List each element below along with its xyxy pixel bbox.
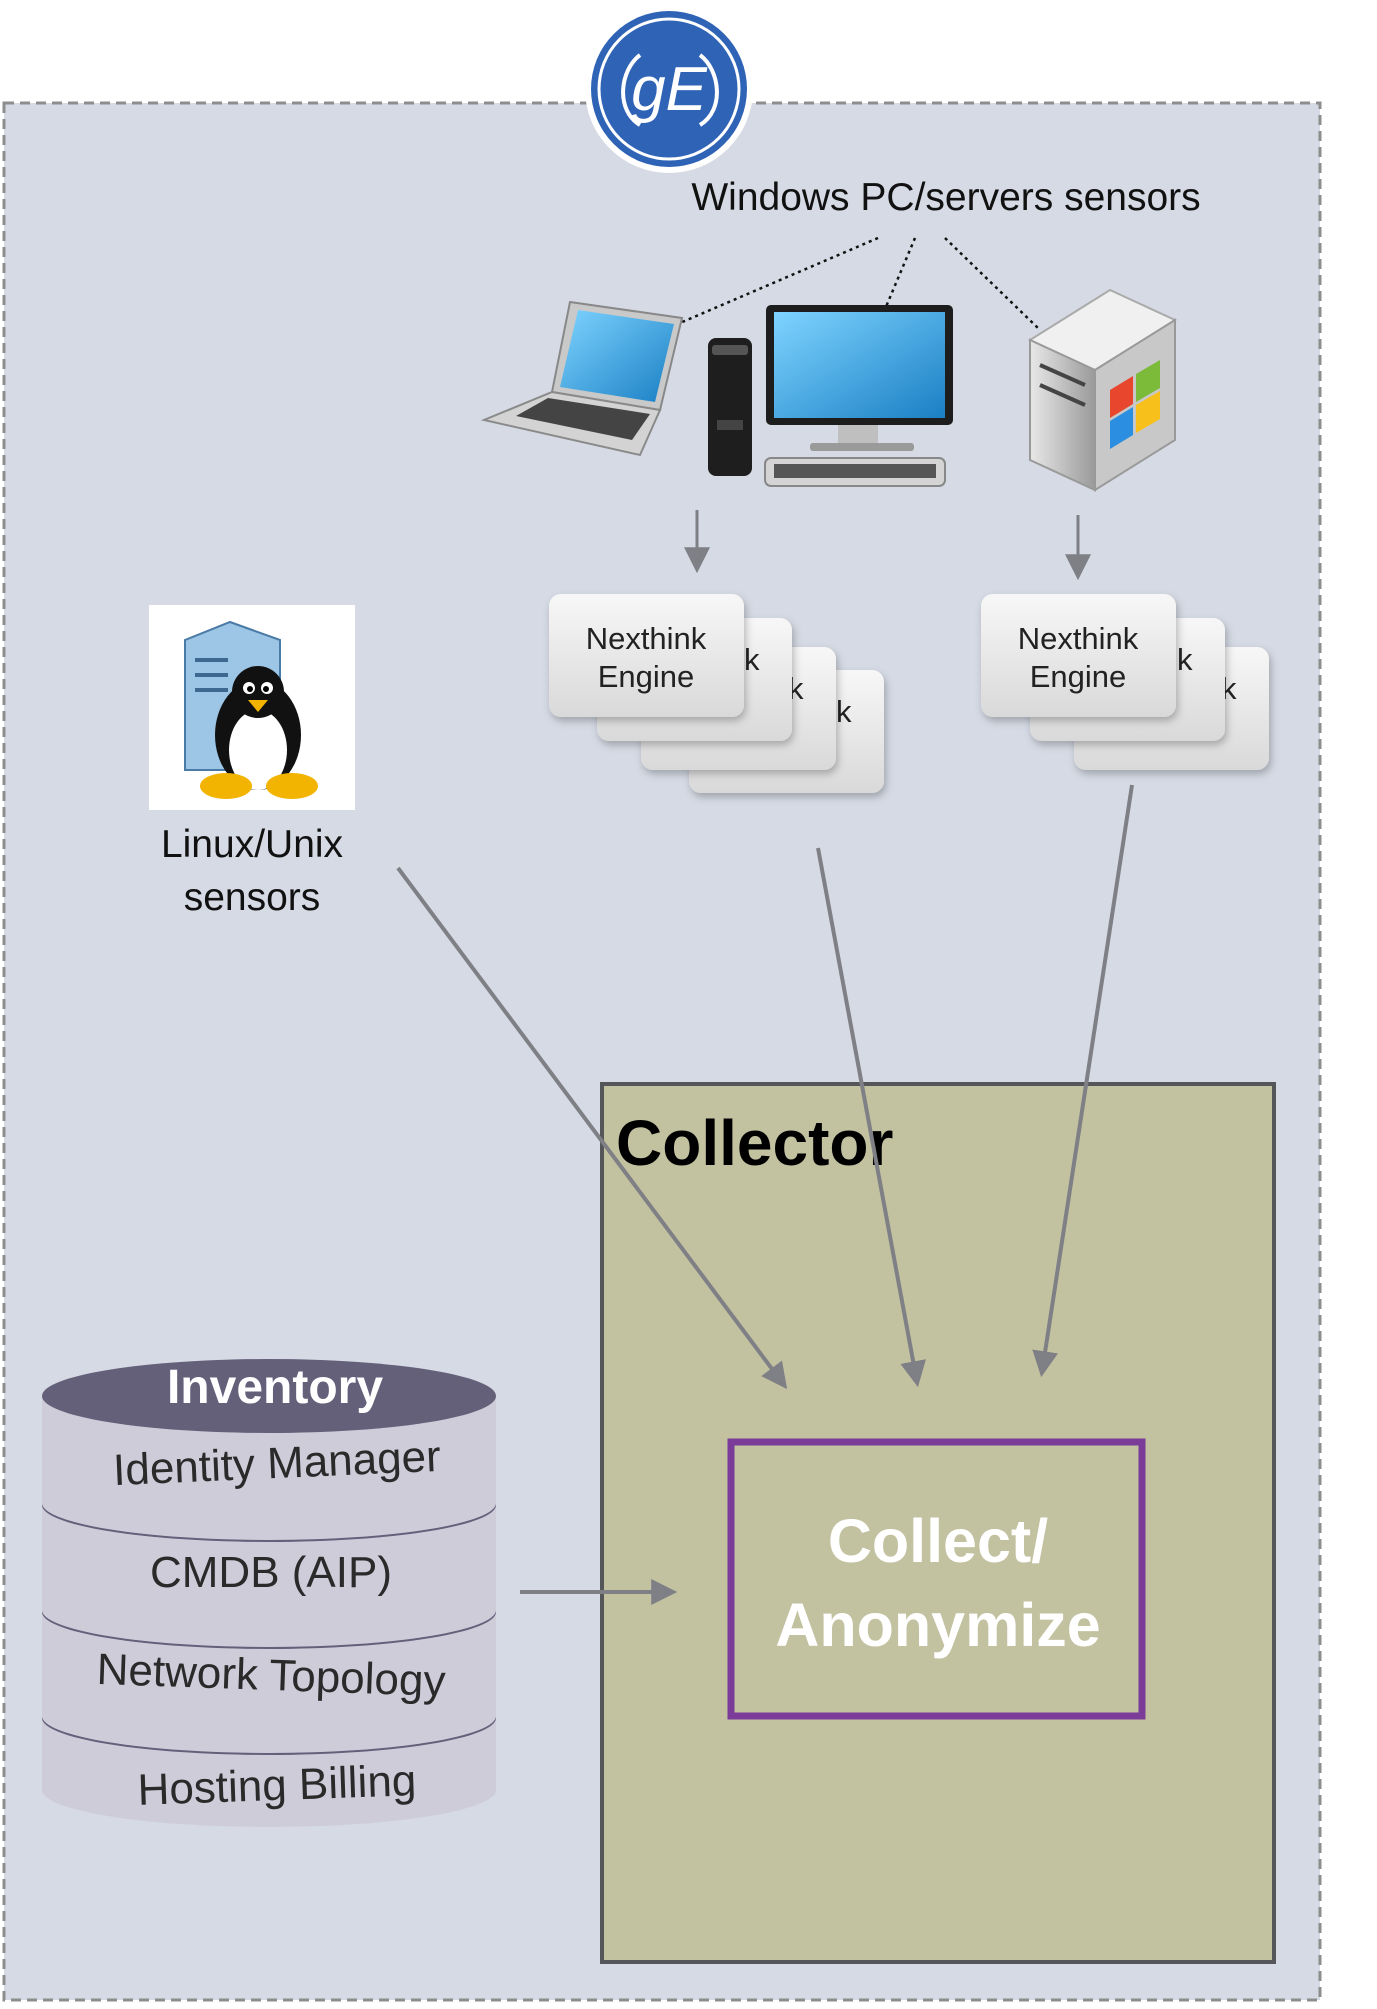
inventory-layer-cmdb: CMDB (AIP) [150, 1548, 392, 1597]
svg-text:k: k [1177, 642, 1193, 677]
desktop-computer-icon [708, 305, 953, 487]
windows-server-icon [1027, 288, 1178, 492]
collect-anonymize-line2: Anonymize [775, 1591, 1100, 1659]
collector-box [600, 1082, 1276, 1964]
nexthink-engine-left [549, 594, 744, 717]
engine-stack-right: k k Nexthink Engine [981, 594, 1269, 770]
collect-anonymize-line1: Collect/ [828, 1507, 1048, 1575]
inventory-title: Inventory [167, 1361, 383, 1414]
linux-server-icon [149, 605, 355, 810]
inventory-database [42, 1359, 496, 1827]
collect-anonymize-box [727, 1438, 1146, 1720]
ge-logo-icon: gE [585, 5, 753, 173]
svg-text:gE: gE [631, 55, 707, 124]
inventory-layer-network-topology: Network Topology [96, 1645, 446, 1706]
svg-text:k: k [836, 694, 852, 729]
engine-label-line1: Nexthink [1018, 621, 1139, 656]
engine-label-line1: Nexthink [586, 621, 707, 656]
inventory-layer-hosting-billing: Hosting Billing [137, 1756, 417, 1815]
nexthink-engine-right [981, 594, 1176, 717]
arrow-engines-right-to-collector [1032, 784, 1134, 1378]
engine-label-line2: Engine [1030, 659, 1127, 694]
linux-sensors-label-line2: sensors [184, 876, 321, 919]
collector-title: Collector [616, 1107, 893, 1179]
svg-text:k: k [744, 642, 760, 677]
engine-stack-left: k k k Nexthink Engine [549, 594, 884, 793]
arrow-linux-to-collector [396, 866, 788, 1390]
laptop-icon [480, 300, 684, 457]
arrow-engines-left-to-collector [816, 847, 926, 1388]
linux-sensors-label-line1: Linux/Unix [161, 823, 344, 866]
windows-sensors-label: Windows PC/servers sensors [691, 176, 1200, 219]
engine-label-line2: Engine [598, 659, 695, 694]
